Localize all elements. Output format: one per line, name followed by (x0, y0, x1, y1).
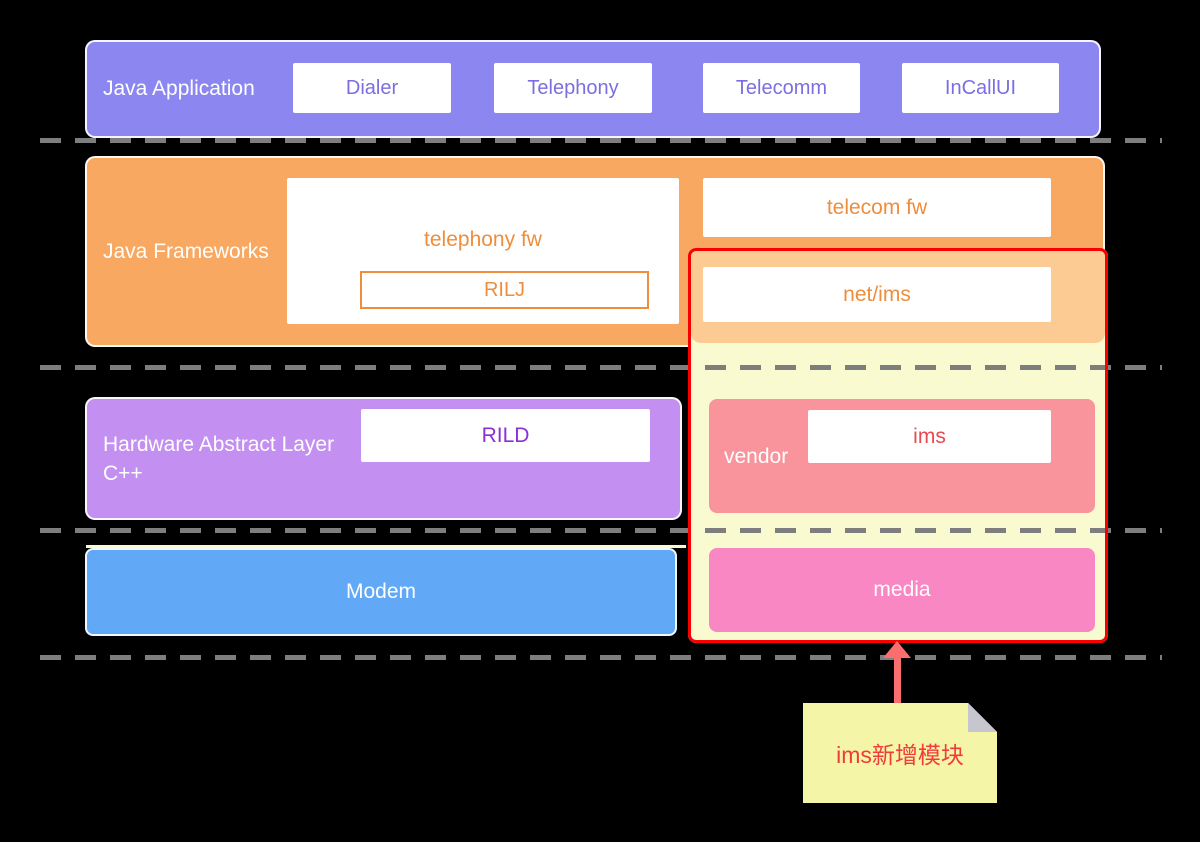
layer-divider-4 (40, 655, 1162, 660)
dialer-label: Dialer (345, 76, 399, 99)
telephony-box: Telephony (494, 63, 652, 113)
note-text: ims新增模块 (836, 742, 964, 768)
vendor-label: vendor (724, 445, 789, 468)
hal-label: Hardware Abstract Layer C++ (103, 399, 334, 518)
ims-label: ims (913, 424, 946, 448)
telecomm-box: Telecomm (703, 63, 860, 113)
ims-group-highlight-border (688, 248, 1108, 643)
incallui-box: InCallUI (902, 63, 1059, 113)
net-ims-box: net/ims (703, 267, 1051, 322)
modem-layer: Modem (85, 548, 677, 636)
rilj-box: RILJ (360, 271, 649, 309)
hal-layer: Hardware Abstract Layer C++ RILD (85, 397, 682, 520)
java-frameworks-label: Java Frameworks (103, 239, 269, 263)
layer-divider-3 (40, 528, 1162, 533)
sticky-note: ims新增模块 (803, 703, 997, 803)
hal-label-line1: Hardware Abstract Layer (103, 432, 335, 456)
modem-label: Modem (345, 580, 417, 603)
media-label: media (873, 578, 931, 601)
rild-box: RILD (361, 409, 650, 462)
layer-divider-1 (40, 138, 1162, 143)
hal-label-line2: C++ (103, 461, 143, 485)
media-box: media (709, 548, 1095, 632)
telecomm-label: Telecomm (735, 76, 828, 99)
dialer-box: Dialer (293, 63, 451, 113)
telecom-fw-label: telecom fw (826, 195, 928, 219)
java-application-label: Java Application (103, 77, 255, 100)
telephony-fw-box: telephony fw RILJ (287, 178, 679, 324)
ims-module-group: net/ims vendor ims media (688, 248, 1108, 643)
incallui-label: InCallUI (944, 76, 1017, 99)
vendor-box: vendor ims (709, 399, 1095, 513)
yellow-row-line (86, 545, 686, 548)
ims-box: ims (808, 410, 1051, 463)
layer-divider-2 (40, 365, 1162, 370)
java-application-layer: Java Application Dialer Telephony Teleco… (85, 40, 1101, 138)
note-fold-corner-icon (968, 703, 997, 732)
telephony-label: Telephony (527, 76, 619, 99)
arrow-up-icon (883, 641, 911, 658)
arrow-stem (894, 656, 901, 705)
telecom-fw-box: telecom fw (703, 178, 1051, 237)
rilj-label: RILJ (483, 278, 526, 301)
net-ims-label: net/ims (843, 282, 911, 306)
rild-label: RILD (481, 423, 530, 447)
telephony-fw-label: telephony fw (424, 228, 542, 251)
